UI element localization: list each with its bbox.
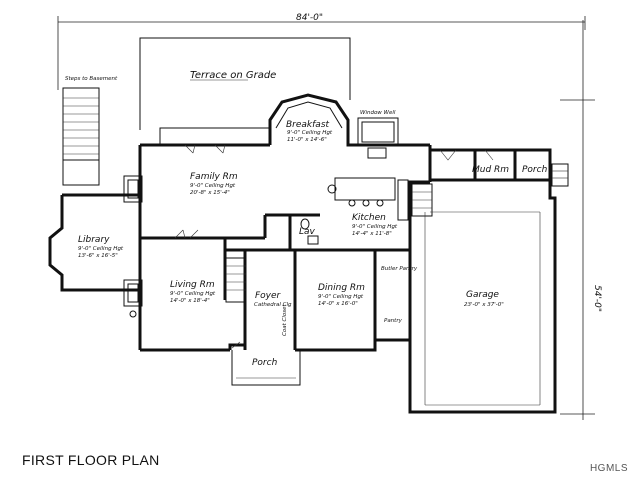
plan-caption: FIRST FLOOR PLAN: [22, 452, 160, 468]
kitchen-ceiling: 9'-0" Ceiling Hgt: [352, 224, 398, 230]
overall-depth-dimension: 54'-0": [592, 285, 602, 312]
kitchen-label: Kitchen: [352, 213, 386, 223]
library-label: Library: [78, 235, 110, 245]
right-porch-label: Porch: [522, 165, 548, 175]
dimension-lines: [57, 16, 595, 420]
garage-interior: [424, 211, 541, 406]
dining-room-size: 14'-0" x 16'-0": [318, 301, 358, 307]
garage-label: Garage: [466, 290, 499, 300]
foyer-stairs: [225, 257, 247, 303]
butler-pantry-label: Butler Pantry: [381, 266, 418, 272]
foyer-ceiling: Cathedral Clg: [254, 302, 292, 308]
breakfast-bay: [275, 101, 343, 129]
garage-stairs: [411, 183, 433, 217]
kitchen-size: 14'-4" x 11'-8": [352, 231, 392, 237]
basement-steps: [62, 87, 100, 186]
living-room-label: Living Rm: [170, 280, 215, 290]
library-ceiling: 9'-0" Ceiling Hgt: [78, 246, 124, 252]
window-well: [357, 117, 399, 146]
overall-width-dimension: 84'-0": [296, 13, 323, 23]
watermark: HGMLS: [589, 463, 628, 474]
dining-room-label: Dining Rm: [318, 283, 365, 293]
front-porch-label: Porch: [252, 358, 278, 368]
family-room-size: 20'-8" x 15'-4": [190, 190, 230, 196]
kitchen-island: [327, 147, 409, 221]
library-size: 13'-6" x 16'-5": [78, 253, 118, 259]
coat-closet-label: Coat Closet: [282, 304, 288, 336]
breakfast-label: Breakfast: [286, 120, 330, 130]
lav-fixtures: [300, 218, 319, 245]
window-well-label: Window Well: [360, 110, 396, 116]
foyer-label: Foyer: [255, 291, 282, 301]
front-porch: [231, 350, 301, 386]
breakfast-ceiling: 9'-0" Ceiling Hgt: [287, 130, 333, 136]
steps-label: Steps to Basement: [65, 76, 118, 82]
living-room-size: 14'-0" x 18'-4": [170, 298, 210, 304]
terrace-outline: [139, 37, 351, 130]
right-porch-steps: [551, 163, 569, 187]
lav-label: Lav: [299, 227, 316, 237]
dining-room-ceiling: 9'-0" Ceiling Hgt: [318, 294, 364, 300]
family-room-label: Family Rm: [190, 172, 238, 182]
family-room-ceiling: 9'-0" Ceiling Hgt: [190, 183, 236, 189]
fireplace-living: [123, 279, 143, 318]
door-swings: [174, 144, 494, 349]
fireplace-family: [123, 175, 143, 203]
living-room-ceiling: 9'-0" Ceiling Hgt: [170, 291, 216, 297]
mud-room-label: Mud Rm: [472, 165, 509, 175]
breakfast-size: 11'-0" x 14'-6": [287, 137, 327, 143]
pantry-label: Pantry: [384, 318, 403, 324]
garage-size: 23'-0" x 37'-0": [464, 302, 504, 308]
terrace-label: Terrace on Grade: [190, 70, 276, 81]
